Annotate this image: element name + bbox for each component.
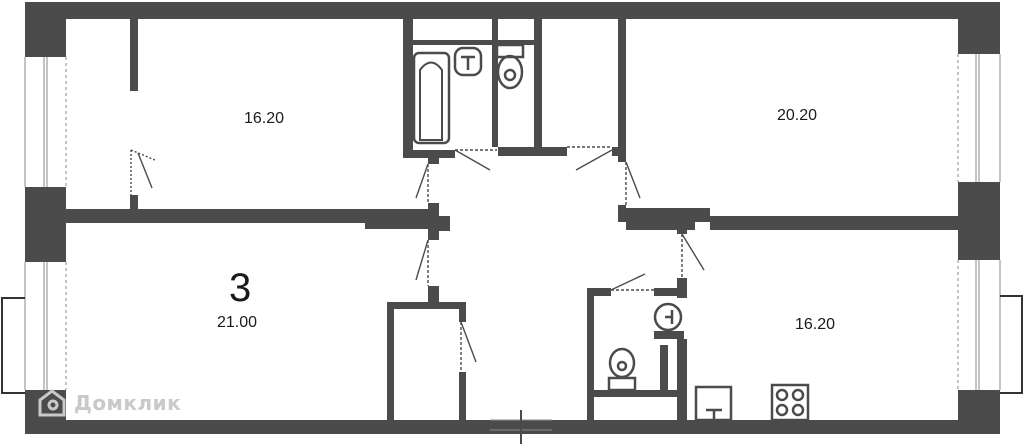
domclick-logo-icon <box>38 389 66 417</box>
room-area-bottom-left: 21.00 <box>217 314 258 331</box>
room-area-bottom-right: 16.20 <box>795 316 836 333</box>
room-area-top-right: 20.20 <box>777 107 818 124</box>
stove <box>770 383 810 422</box>
kitchen-sink <box>694 385 733 422</box>
room-count: 3 <box>229 266 252 310</box>
room-area-top-left: 16.20 <box>244 110 285 127</box>
doors <box>130 146 705 372</box>
sink <box>453 46 483 77</box>
balconies <box>1 295 1023 394</box>
bathtub <box>412 51 451 145</box>
windows <box>24 54 1001 444</box>
watermark-text: Домклик <box>74 391 182 415</box>
wc-sink <box>653 302 683 332</box>
toilet <box>495 43 525 90</box>
walls <box>25 2 1000 434</box>
wc-toilet <box>607 347 637 392</box>
